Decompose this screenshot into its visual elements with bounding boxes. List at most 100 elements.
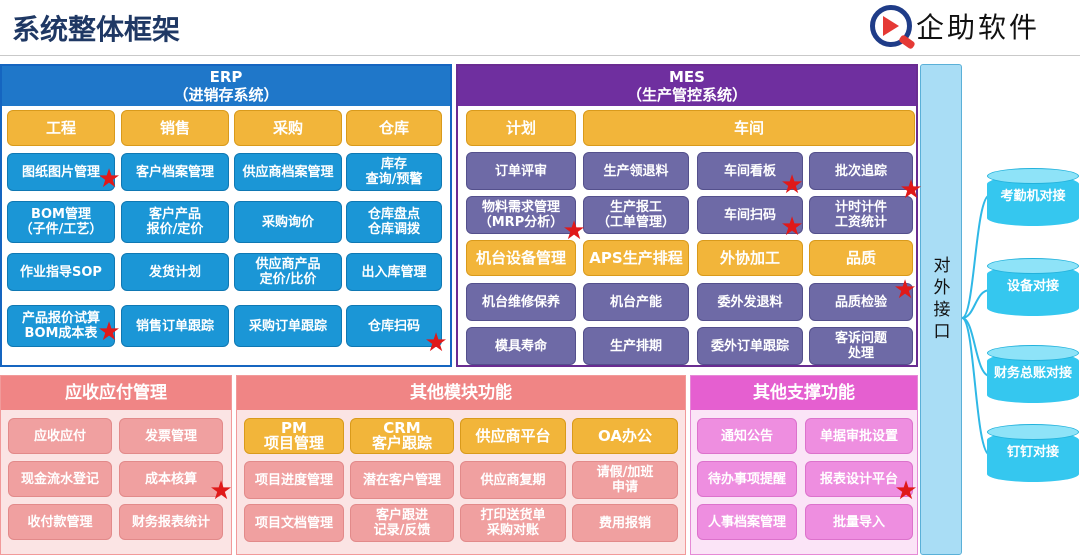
mes-subtitle: （生产管控系统） — [626, 86, 747, 104]
support-item[interactable]: 人事档案管理 — [697, 504, 797, 540]
ar-item[interactable]: 现金流水登记 — [8, 461, 112, 497]
mes-cell[interactable]: APS生产排程 — [583, 240, 689, 276]
integration-label: 考勤机对接 — [1000, 189, 1066, 204]
other-item[interactable]: 费用报销 — [572, 504, 678, 542]
mes-cell[interactable]: 外协加工 — [697, 240, 803, 276]
star-icon: ★ — [562, 216, 586, 246]
erp-cell[interactable]: 采购询价 — [234, 201, 342, 243]
erp-header-2[interactable]: 采购 — [234, 110, 342, 146]
support-item[interactable]: 批量导入 — [805, 504, 913, 540]
ar-item[interactable]: 发票管理 — [119, 418, 223, 454]
ar-ap-title: 应收应付管理 — [1, 376, 231, 410]
star-icon: ★ — [97, 317, 121, 347]
mes-cell[interactable]: 车间看板 — [697, 152, 803, 190]
other-header-2[interactable]: 供应商平台 — [460, 418, 566, 454]
title-divider — [0, 55, 1080, 56]
integration-cylinder[interactable]: 设备对接 — [987, 258, 1079, 322]
mes-cell[interactable]: 委外发退料 — [697, 283, 803, 321]
other-header-1[interactable]: CRM 客户跟踪 — [350, 418, 454, 454]
other-item[interactable]: 潜在客户管理 — [350, 461, 454, 499]
erp-cell[interactable]: 发货计划 — [121, 253, 229, 291]
support-item[interactable]: 单据审批设置 — [805, 418, 913, 454]
page-title: 系统整体框架 — [12, 13, 181, 46]
logo: 企助软件 — [870, 5, 1040, 47]
ar-item[interactable]: 财务报表统计 — [119, 504, 223, 540]
mes-cell[interactable]: 生产排期 — [583, 327, 689, 365]
erp-header-0[interactable]: 工程 — [7, 110, 115, 146]
erp-cell[interactable]: 供应商档案管理 — [234, 153, 342, 191]
mes-cell[interactable]: 品质 — [809, 240, 913, 276]
erp-subtitle: （进销存系统） — [173, 86, 279, 104]
support-item[interactable]: 通知公告 — [697, 418, 797, 454]
mes-title: MES — [669, 68, 705, 86]
other-header-3[interactable]: OA办公 — [572, 418, 678, 454]
support-title: 其他支撑功能 — [691, 376, 917, 410]
erp-cell[interactable]: 产品报价试算 BOM成本表 — [7, 305, 115, 347]
integration-label: 财务总账对接 — [993, 366, 1072, 381]
logo-text: 企助软件 — [916, 11, 1041, 44]
mes-cell[interactable]: 机台设备管理 — [466, 240, 576, 276]
mes-header: MES （生产管控系统） — [458, 66, 916, 106]
star-icon: ★ — [209, 476, 233, 506]
ar-item[interactable]: 应收应付 — [8, 418, 112, 454]
other-item[interactable]: 请假/加班 申请 — [572, 461, 678, 499]
logo-mark-icon — [870, 5, 912, 47]
erp-cell[interactable]: 作业指导SOP — [7, 253, 115, 291]
star-icon: ★ — [97, 164, 121, 194]
other-item[interactable]: 供应商复期 — [460, 461, 566, 499]
integration-cylinder[interactable]: 钉钉对接 — [987, 424, 1079, 488]
erp-cell[interactable]: 客户档案管理 — [121, 153, 229, 191]
integration-label: 钉钉对接 — [1006, 445, 1059, 460]
mes-cell[interactable]: 生产领退料 — [583, 152, 689, 190]
other-modules-title: 其他模块功能 — [237, 376, 685, 410]
other-item[interactable]: 打印送货单 采购对账 — [460, 504, 566, 542]
star-icon: ★ — [780, 212, 804, 242]
mes-cell[interactable]: 模具寿命 — [466, 327, 576, 365]
mes-cell[interactable]: 计时计件 工资统计 — [809, 196, 913, 234]
erp-cell[interactable]: 仓库扫码 — [346, 305, 442, 347]
mes-cell[interactable]: 机台维修保养 — [466, 283, 576, 321]
integration-cylinder[interactable]: 考勤机对接 — [987, 168, 1079, 232]
mes-cell[interactable]: 机台产能 — [583, 283, 689, 321]
erp-cell[interactable]: BOM管理 （子件/工艺） — [7, 201, 115, 243]
star-icon: ★ — [780, 170, 804, 200]
erp-title: ERP — [209, 68, 243, 86]
other-item[interactable]: 项目进度管理 — [244, 461, 344, 499]
star-icon: ★ — [424, 328, 448, 358]
support-item[interactable]: 报表设计平台 — [805, 461, 913, 497]
mes-cell[interactable]: 批次追踪 — [809, 152, 913, 190]
external-interface-bar: 对 外 接 口 — [920, 64, 962, 555]
mes-cell[interactable]: 订单评审 — [466, 152, 576, 190]
mes-plan-header[interactable]: 计划 — [466, 110, 576, 146]
mes-cell[interactable]: 客诉问题 处理 — [809, 327, 913, 365]
mes-cell[interactable]: 生产报工 （工单管理） — [583, 196, 689, 234]
mes-workshop-header[interactable]: 车间 — [583, 110, 915, 146]
external-interface-label: 对 外 接 口 — [933, 256, 951, 342]
other-header-0[interactable]: PM 项目管理 — [244, 418, 344, 454]
integration-label: 设备对接 — [1006, 279, 1059, 294]
erp-cell[interactable]: 采购订单跟踪 — [234, 305, 342, 347]
mes-cell[interactable]: 品质检验 — [809, 283, 913, 321]
mes-cell[interactable]: 委外订单跟踪 — [697, 327, 803, 365]
erp-cell[interactable]: 供应商产品 定价/比价 — [234, 253, 342, 291]
erp-cell[interactable]: 仓库盘点 仓库调拨 — [346, 201, 442, 243]
ar-item[interactable]: 收付款管理 — [8, 504, 112, 540]
erp-header-3[interactable]: 仓库 — [346, 110, 442, 146]
mes-cell[interactable]: 物料需求管理 （MRP分析） — [466, 196, 576, 234]
other-item[interactable]: 客户跟进 记录/反馈 — [350, 504, 454, 542]
star-icon: ★ — [899, 175, 923, 205]
erp-cell[interactable]: 库存 查询/预警 — [346, 153, 442, 191]
erp-header-1[interactable]: 销售 — [121, 110, 229, 146]
erp-cell[interactable]: 出入库管理 — [346, 253, 442, 291]
erp-header: ERP （进销存系统） — [2, 66, 450, 106]
star-icon: ★ — [893, 275, 917, 305]
erp-cell[interactable]: 客户产品 报价/定价 — [121, 201, 229, 243]
ar-item[interactable]: 成本核算 — [119, 461, 223, 497]
erp-cell[interactable]: 图纸图片管理 — [7, 153, 115, 191]
integration-cylinder[interactable]: 财务总账对接 — [987, 345, 1079, 409]
other-item[interactable]: 项目文档管理 — [244, 504, 344, 542]
mes-cell[interactable]: 车间扫码 — [697, 196, 803, 234]
star-icon: ★ — [894, 476, 918, 506]
support-item[interactable]: 待办事项提醒 — [697, 461, 797, 497]
erp-cell[interactable]: 销售订单跟踪 — [121, 305, 229, 347]
